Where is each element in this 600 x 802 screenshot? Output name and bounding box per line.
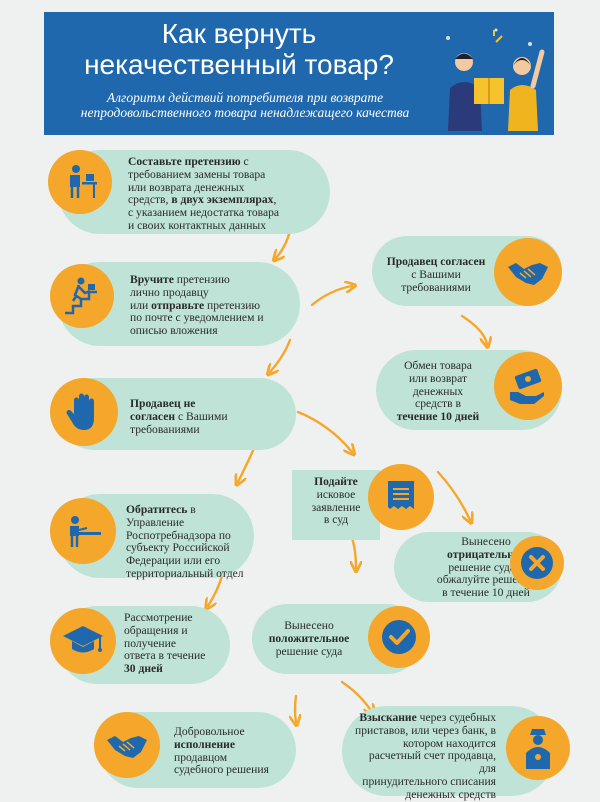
negative-circle <box>510 536 564 590</box>
page-title: Как вернуть некачественный товар? <box>44 18 434 80</box>
disagrees-circle <box>50 378 118 446</box>
header-banner: Как вернуть некачественный товар? Алгори… <box>44 12 554 135</box>
rospotreb-circle <box>50 498 116 564</box>
handshake-icon <box>508 263 548 285</box>
people-with-box-illustration <box>446 28 545 131</box>
arrow-positive-to-voluntary <box>295 694 296 722</box>
person-writing-icon <box>70 516 101 547</box>
arrow-agrees-to-exchange <box>460 314 487 344</box>
handshake-icon <box>107 736 147 758</box>
bailiff-icon <box>526 729 550 769</box>
exchange-circle <box>494 352 562 420</box>
arrow-disagrees-to-rospotreb <box>238 444 257 482</box>
person-at-desk-icon <box>70 165 97 198</box>
person-climbing-stairs-icon <box>65 277 97 315</box>
title-line-2: некачественный товар? <box>84 49 394 80</box>
agrees-circle <box>494 238 562 306</box>
arrow-court-to-positive <box>352 536 356 568</box>
review-circle <box>50 608 116 674</box>
title-line-1: Как вернуть <box>161 18 317 49</box>
check-circle-icon <box>382 620 416 654</box>
arrow-court-to-negative <box>436 470 470 520</box>
arrow-deliver-to-disagrees <box>270 338 292 372</box>
stop-hand-icon <box>66 393 94 430</box>
arrow-positive-to-recovery <box>340 680 372 712</box>
arrow-deliver-to-agrees <box>310 286 352 307</box>
subtitle-line-2: непродовольственного товара ненадлежащег… <box>80 105 410 120</box>
step-court: Подайте исковое заявление в суд <box>292 470 380 540</box>
recovery-circle <box>506 716 570 780</box>
graduation-cap-icon <box>63 626 103 653</box>
court-circle <box>368 464 434 530</box>
document-icon <box>388 481 414 509</box>
positive-circle <box>368 606 430 668</box>
arrow-disagrees-to-court <box>296 410 352 452</box>
voluntary-circle <box>94 712 160 778</box>
page-subtitle: Алгоритм действий потребителя при возвра… <box>50 90 440 120</box>
subtitle-line-1: Алгоритм действий потребителя при возвра… <box>106 90 384 105</box>
arrow-rospotreb-to-review <box>208 574 224 606</box>
claim-circle <box>48 150 112 214</box>
deliver-circle <box>50 264 114 328</box>
x-circle-icon <box>521 547 553 579</box>
money-in-hand-icon <box>510 368 544 404</box>
